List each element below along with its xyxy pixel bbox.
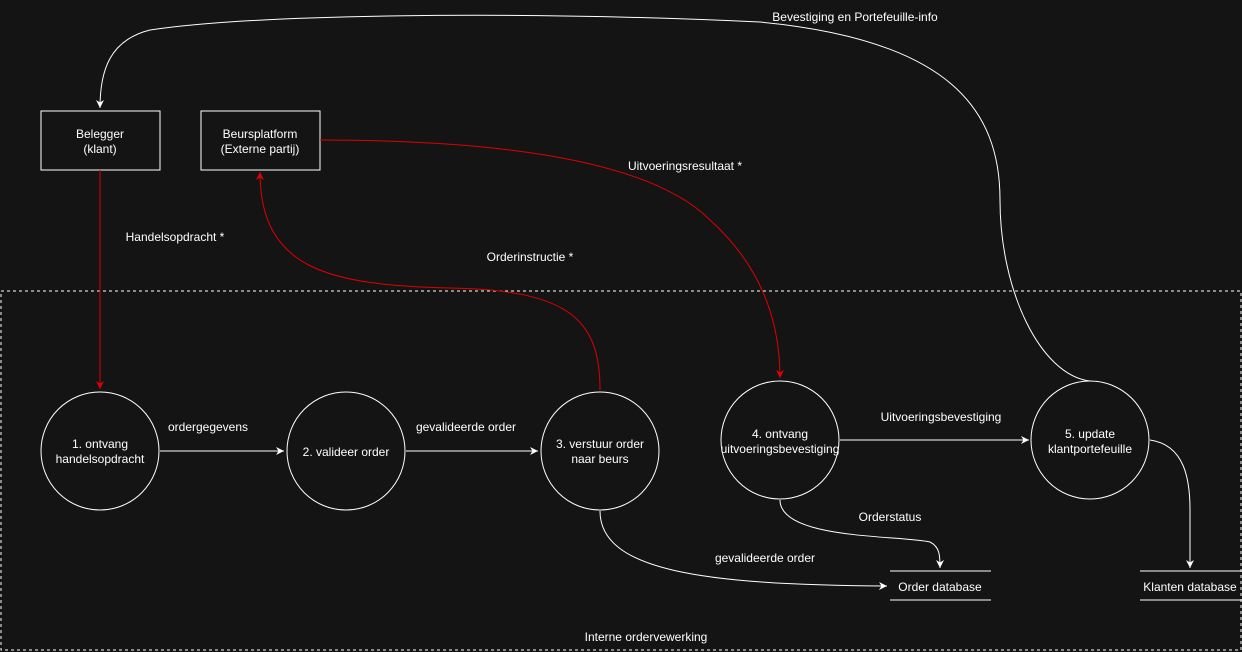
process-4-line1: 4. ontvang <box>752 427 808 441</box>
store-clients[interactable]: Klanten database <box>1140 570 1242 601</box>
process-1-line1: 1. ontvang <box>72 437 128 451</box>
process-3-line2: naar beurs <box>571 452 628 466</box>
flow-client-portfolio-update <box>1149 439 1194 568</box>
flow-order-status: Orderstatus <box>779 499 944 569</box>
flow-execution-confirmation: Uitvoeringsbevestiging <box>840 410 1029 444</box>
flow-execution-result: Uitvoeringsresultaat * <box>319 139 784 379</box>
internal-boundary <box>0 290 1242 651</box>
flow-validated-order-store: gevalideerde order <box>599 510 888 590</box>
process-4[interactable]: 4. ontvang uitvoeringsbevestiging <box>720 380 840 500</box>
flow-order-data: ordergegevens <box>160 420 284 455</box>
process-5-line2: klantportefeuille <box>1048 442 1132 456</box>
entity-exchange-name: Beursplatform <box>223 127 298 141</box>
entity-investor-name: Belegger <box>76 127 124 141</box>
store-orders-label: Order database <box>898 580 982 594</box>
process-4-line2: uitvoeringsbevestiging <box>721 442 840 456</box>
flow-execution-confirmation-label: Uitvoeringsbevestiging <box>881 410 1002 424</box>
entity-investor-role: (klant) <box>83 142 116 156</box>
flow-validated-order-label: gevalideerde order <box>416 420 516 434</box>
flow-trade-order: Handelsopdracht * <box>96 170 225 389</box>
flow-order-data-label: ordergegevens <box>168 420 248 434</box>
process-1[interactable]: 1. ontvang handelsopdracht <box>40 391 160 511</box>
process-2[interactable]: 2. valideer order <box>286 391 406 511</box>
process-3[interactable]: 3. verstuur order naar beurs <box>540 391 660 511</box>
process-3-line1: 3. verstuur order <box>556 437 644 451</box>
flow-validated-order: gevalideerde order <box>406 420 538 455</box>
flow-execution-result-label: Uitvoeringsresultaat * <box>628 159 742 173</box>
entity-exchange[interactable]: Beursplatform (Externe partij) <box>200 110 321 171</box>
store-orders[interactable]: Order database <box>890 570 991 601</box>
process-5-line1: 5. update <box>1065 427 1115 441</box>
process-5[interactable]: 5. update klantportefeuille <box>1030 380 1150 500</box>
flow-validated-order-store-label: gevalideerde order <box>715 551 815 565</box>
entity-investor[interactable]: Belegger (klant) <box>40 110 161 171</box>
process-1-line2: handelsopdracht <box>56 452 145 466</box>
flow-order-instruction-label: Orderinstructie * <box>487 250 574 264</box>
flow-trade-order-label: Handelsopdracht * <box>126 230 225 244</box>
boundary-label: Interne ordervewerking <box>585 630 708 644</box>
flow-order-status-label: Orderstatus <box>859 510 922 524</box>
store-clients-label: Klanten database <box>1143 580 1237 594</box>
flow-confirmation-portfolio: Bevestiging en Portefeuille-info <box>96 10 1091 382</box>
flow-order-instruction: Orderinstructie * <box>256 171 601 391</box>
flow-confirmation-portfolio-label: Bevestiging en Portefeuille-info <box>772 10 938 24</box>
entity-exchange-role: (Externe partij) <box>221 142 300 156</box>
process-2-line1: 2. valideer order <box>303 445 390 459</box>
